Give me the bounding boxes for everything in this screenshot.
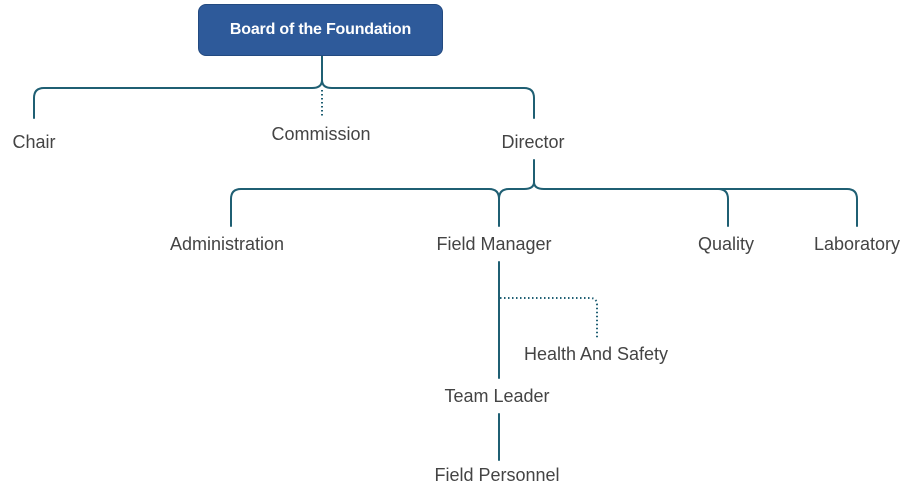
root-node-board[interactable]: Board of the Foundation [198,4,443,56]
node-chair[interactable]: Chair [12,132,56,152]
node-health-and-safety[interactable]: Health And Safety [523,344,669,364]
node-laboratory[interactable]: Laboratory [813,234,901,254]
root-node-label: Board of the Foundation [229,21,412,38]
node-administration[interactable]: Administration [169,234,285,254]
connector-level2-bar [230,181,858,227]
node-director[interactable]: Director [501,132,565,152]
node-commission[interactable]: Commission [271,124,371,144]
node-team-leader[interactable]: Team Leader [444,386,550,406]
connector-level1-bar [33,79,535,119]
node-field-manager[interactable]: Field Manager [436,234,552,254]
node-field-personnel[interactable]: Field Personnel [434,465,560,485]
node-quality[interactable]: Quality [697,234,755,254]
connector-health-safety-dotted [500,297,598,338]
